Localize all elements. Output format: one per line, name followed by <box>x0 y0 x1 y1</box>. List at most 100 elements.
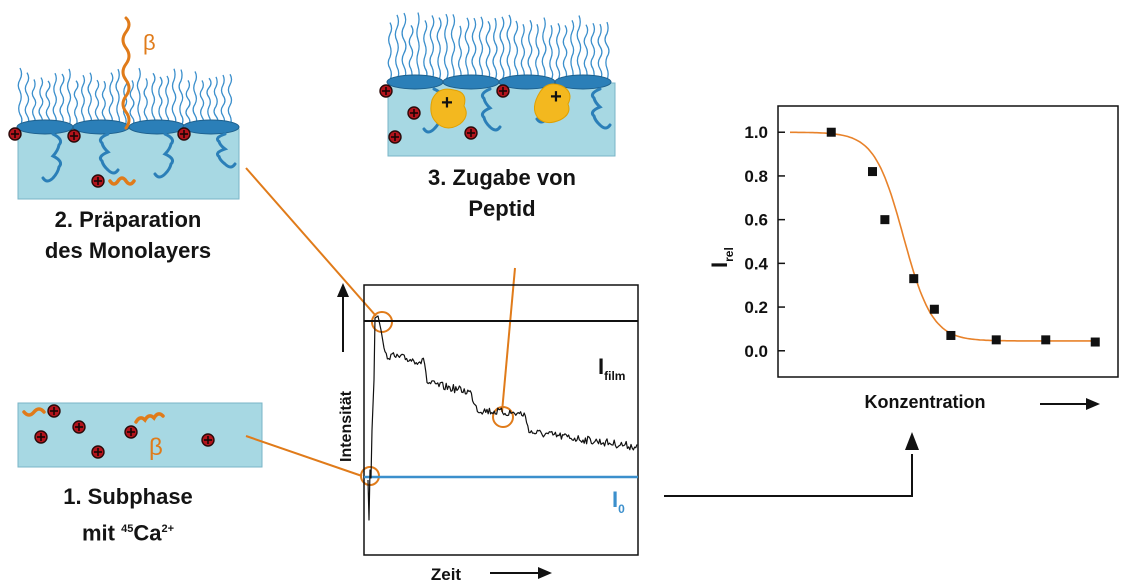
connector-monolayer <box>245 167 377 317</box>
lipid-tail <box>122 76 128 127</box>
y-tick-label: 1.0 <box>744 123 768 142</box>
lipid-tails <box>387 12 610 81</box>
y-tick-label: 0.4 <box>744 254 768 273</box>
data-point <box>1090 337 1100 347</box>
lipid-tail <box>59 73 65 127</box>
trace-ylabel: Intensität <box>338 390 355 462</box>
lipid-tail <box>548 25 554 81</box>
lipid-tail <box>570 20 575 81</box>
y-tick-label: 0.0 <box>744 342 768 361</box>
lipid-tail <box>192 71 198 127</box>
monolayer-caption-line1: 2. Präparation <box>54 207 202 232</box>
isotope-wiggle <box>22 407 46 417</box>
peptide-blob <box>534 83 571 124</box>
lipid-tail <box>485 20 491 81</box>
calcium-ion-icon <box>8 127 22 141</box>
data-points <box>826 127 1100 347</box>
lipid-tail <box>115 68 121 127</box>
lipid-tail <box>604 21 610 81</box>
lipid-tail <box>394 14 400 81</box>
lipid-tail <box>535 24 540 81</box>
lipid-tail <box>220 74 226 127</box>
chart-frame <box>777 105 1119 378</box>
lipid-tail <box>499 16 505 81</box>
lipid-tail <box>401 12 407 81</box>
lipid-heads <box>16 119 240 135</box>
ion-charge: 2+ <box>161 523 175 535</box>
lipid-heads <box>386 74 612 90</box>
film-level-label: Ifilm <box>598 354 625 383</box>
peptide-blob <box>430 88 467 129</box>
calcium-ion-icon <box>47 404 61 418</box>
peptide-caption: 3. Zugabe von Peptid <box>378 162 626 224</box>
lipid-head <box>16 119 74 135</box>
lipid-tail <box>471 17 477 81</box>
subphase-caption: 1. Subphase mit 45Ca2+ <box>8 481 248 549</box>
monolayer-caption-line2: des Monolayers <box>44 238 212 263</box>
calcium-ion-icon <box>91 445 105 459</box>
lipid-chain <box>99 132 120 175</box>
lipid-head <box>72 119 130 135</box>
lipid-tail <box>31 79 37 127</box>
calcium-ion-icon <box>177 127 191 141</box>
y-tick-label: 0.6 <box>744 211 768 230</box>
lipid-tail <box>478 16 484 81</box>
lipid-head <box>182 119 240 135</box>
lipid-tail <box>562 25 568 81</box>
connector-peptide <box>501 267 516 413</box>
subphase-caption-prefix: mit <box>81 520 115 546</box>
lipid-chain <box>153 132 174 179</box>
lipid-tail <box>158 76 163 127</box>
transfer-arrow <box>664 432 919 497</box>
lipid-tail <box>457 25 462 81</box>
lipid-tail <box>38 77 44 127</box>
element-symbol: Ca <box>133 520 162 546</box>
trace-plot: Intensität Zeit Ifilm I0 <box>337 283 639 584</box>
lipid-tail <box>151 72 156 127</box>
ion-markers <box>379 84 510 144</box>
lipid-head <box>442 74 500 90</box>
calcium-ion-icon <box>34 430 48 444</box>
subphase-caption-line1: 1. Subphase <box>63 484 193 509</box>
data-point <box>826 127 836 137</box>
calcium-ion-icon <box>201 433 215 447</box>
lipid-tail <box>206 77 212 127</box>
peptide-charge: + <box>550 86 562 108</box>
data-point <box>868 167 877 177</box>
lipid-tail <box>171 68 177 127</box>
connector-subphase <box>245 435 363 477</box>
lipid-tail <box>129 80 135 127</box>
lipid-tail <box>136 67 141 127</box>
calcium-ion-icon <box>72 420 86 434</box>
lipid-head <box>128 119 186 135</box>
lipid-tail <box>555 23 561 81</box>
lipid-tails <box>17 67 233 127</box>
monolayer-caption: 2. Präparation des Monolayers <box>0 204 256 266</box>
lipid-chain <box>481 87 502 132</box>
peptide-caption-line2: Peptid <box>468 196 536 221</box>
calcium-ion-icon <box>388 130 402 144</box>
lipid-tail <box>87 72 93 127</box>
peptide-panel: + + <box>379 12 616 157</box>
subphase-panel: β <box>17 402 263 468</box>
lipid-tail <box>492 17 498 81</box>
lipid-tail <box>387 22 393 81</box>
lipid-tail <box>101 80 107 127</box>
lipid-tail <box>576 15 582 81</box>
lipid-tail <box>520 23 526 81</box>
fit-curve <box>790 131 1100 342</box>
lipid-tail <box>443 13 449 81</box>
calcium-ion-icon <box>91 174 105 188</box>
lipid-chain <box>591 87 612 130</box>
lipid-chain <box>41 132 62 183</box>
lipid-tail <box>590 22 596 81</box>
isotope-wiggle <box>134 412 165 424</box>
lipid-tail <box>24 72 30 127</box>
lipid-tail <box>506 14 512 81</box>
isotope-wiggle <box>108 176 136 186</box>
isotope-mass: 45 <box>121 523 134 535</box>
data-point <box>1041 335 1051 345</box>
dangling-chains <box>41 132 237 183</box>
subphase-caption-line2: mit 45Ca2+ <box>8 513 248 549</box>
